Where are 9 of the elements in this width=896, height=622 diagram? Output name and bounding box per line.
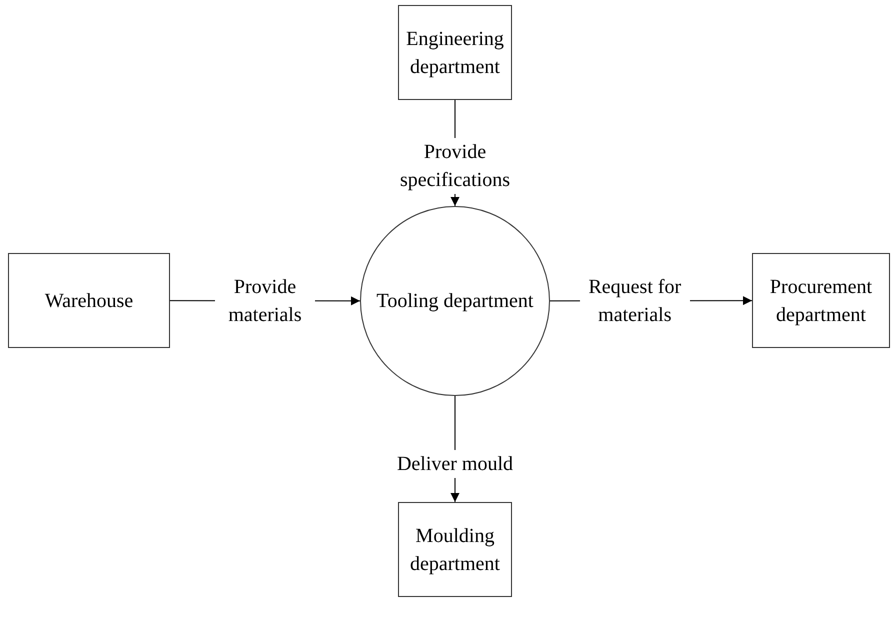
node-label: Procurement department xyxy=(768,274,874,328)
node-label: Warehouse xyxy=(44,288,134,314)
node-label: Moulding department xyxy=(409,524,501,576)
node-label: Tooling department xyxy=(376,289,534,314)
entity-box xyxy=(398,5,512,100)
entity-box xyxy=(398,502,512,597)
entity-box xyxy=(8,253,170,348)
entity-box xyxy=(752,253,890,348)
node-label: Engineering department xyxy=(405,26,505,80)
